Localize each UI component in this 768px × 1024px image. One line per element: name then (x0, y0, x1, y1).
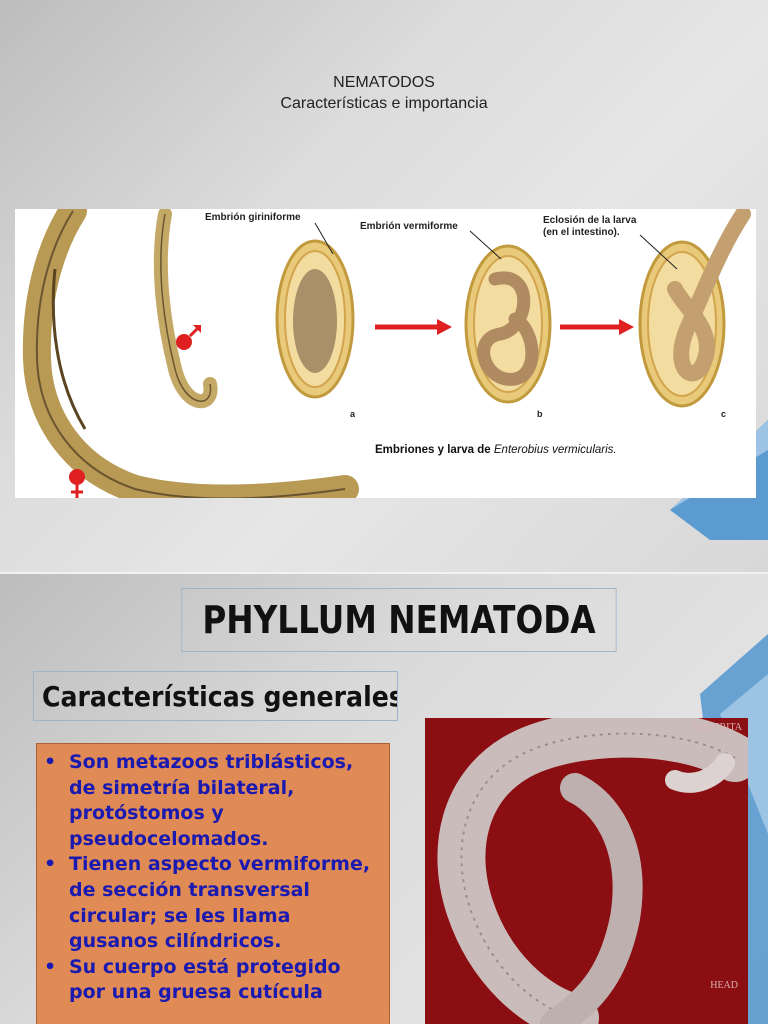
label-embryo-b: Embrión vermiforme (360, 221, 458, 232)
slide-2: PHYLLUM NEMATODA Características general… (0, 574, 768, 1024)
egg-a (275, 239, 355, 399)
photo-watermark: BodyFRITA (692, 722, 742, 733)
letter-c: c (721, 409, 726, 419)
characteristics-box: Son metazoos triblásticos, de simetría b… (36, 743, 390, 1024)
title-line-1: NEMATODOS (333, 74, 435, 91)
label-embryo-a: Embrión giriniforme (205, 212, 301, 223)
letter-a: a (350, 409, 356, 419)
label-embryo-c-2: (en el intestino). (543, 227, 620, 238)
nematode-micrograph: BodyFRITA HEAD (425, 718, 748, 1024)
slide-separator (0, 572, 768, 574)
characteristics-list: Son metazoos triblásticos, de simetría b… (37, 744, 389, 1006)
list-item: Son metazoos triblásticos, de simetría b… (44, 750, 381, 852)
letter-b: b (537, 409, 543, 419)
label-embryo-c-1: Eclosión de la larva (543, 215, 637, 226)
section-heading: Características generales: (33, 671, 398, 721)
egg-b (464, 244, 552, 404)
female-symbol-icon (69, 469, 85, 498)
title-line-2: Características e importancia (280, 95, 488, 112)
arrow-a-to-b (375, 319, 452, 335)
slide-1: NEMATODOS Características e importancia (0, 0, 768, 572)
arrow-b-to-c (560, 319, 634, 335)
figure-caption: Embriones y larva de Enterobius vermicul… (375, 444, 617, 456)
list-item: Tienen aspecto vermiforme, de sección tr… (44, 852, 381, 954)
embryo-figure: Embrión giriniforme Embrión vermiforme E… (15, 197, 756, 513)
photo-label: HEAD (710, 980, 738, 991)
slide-2-title: PHYLLUM NEMATODA (181, 588, 617, 652)
list-item: Su cuerpo está protegido por una gruesa … (44, 955, 381, 1006)
male-worm-illustration (153, 207, 218, 409)
egg-c (638, 206, 751, 408)
slide-1-title: NEMATODOS Características e importancia (0, 72, 768, 114)
male-symbol-icon (176, 325, 201, 350)
